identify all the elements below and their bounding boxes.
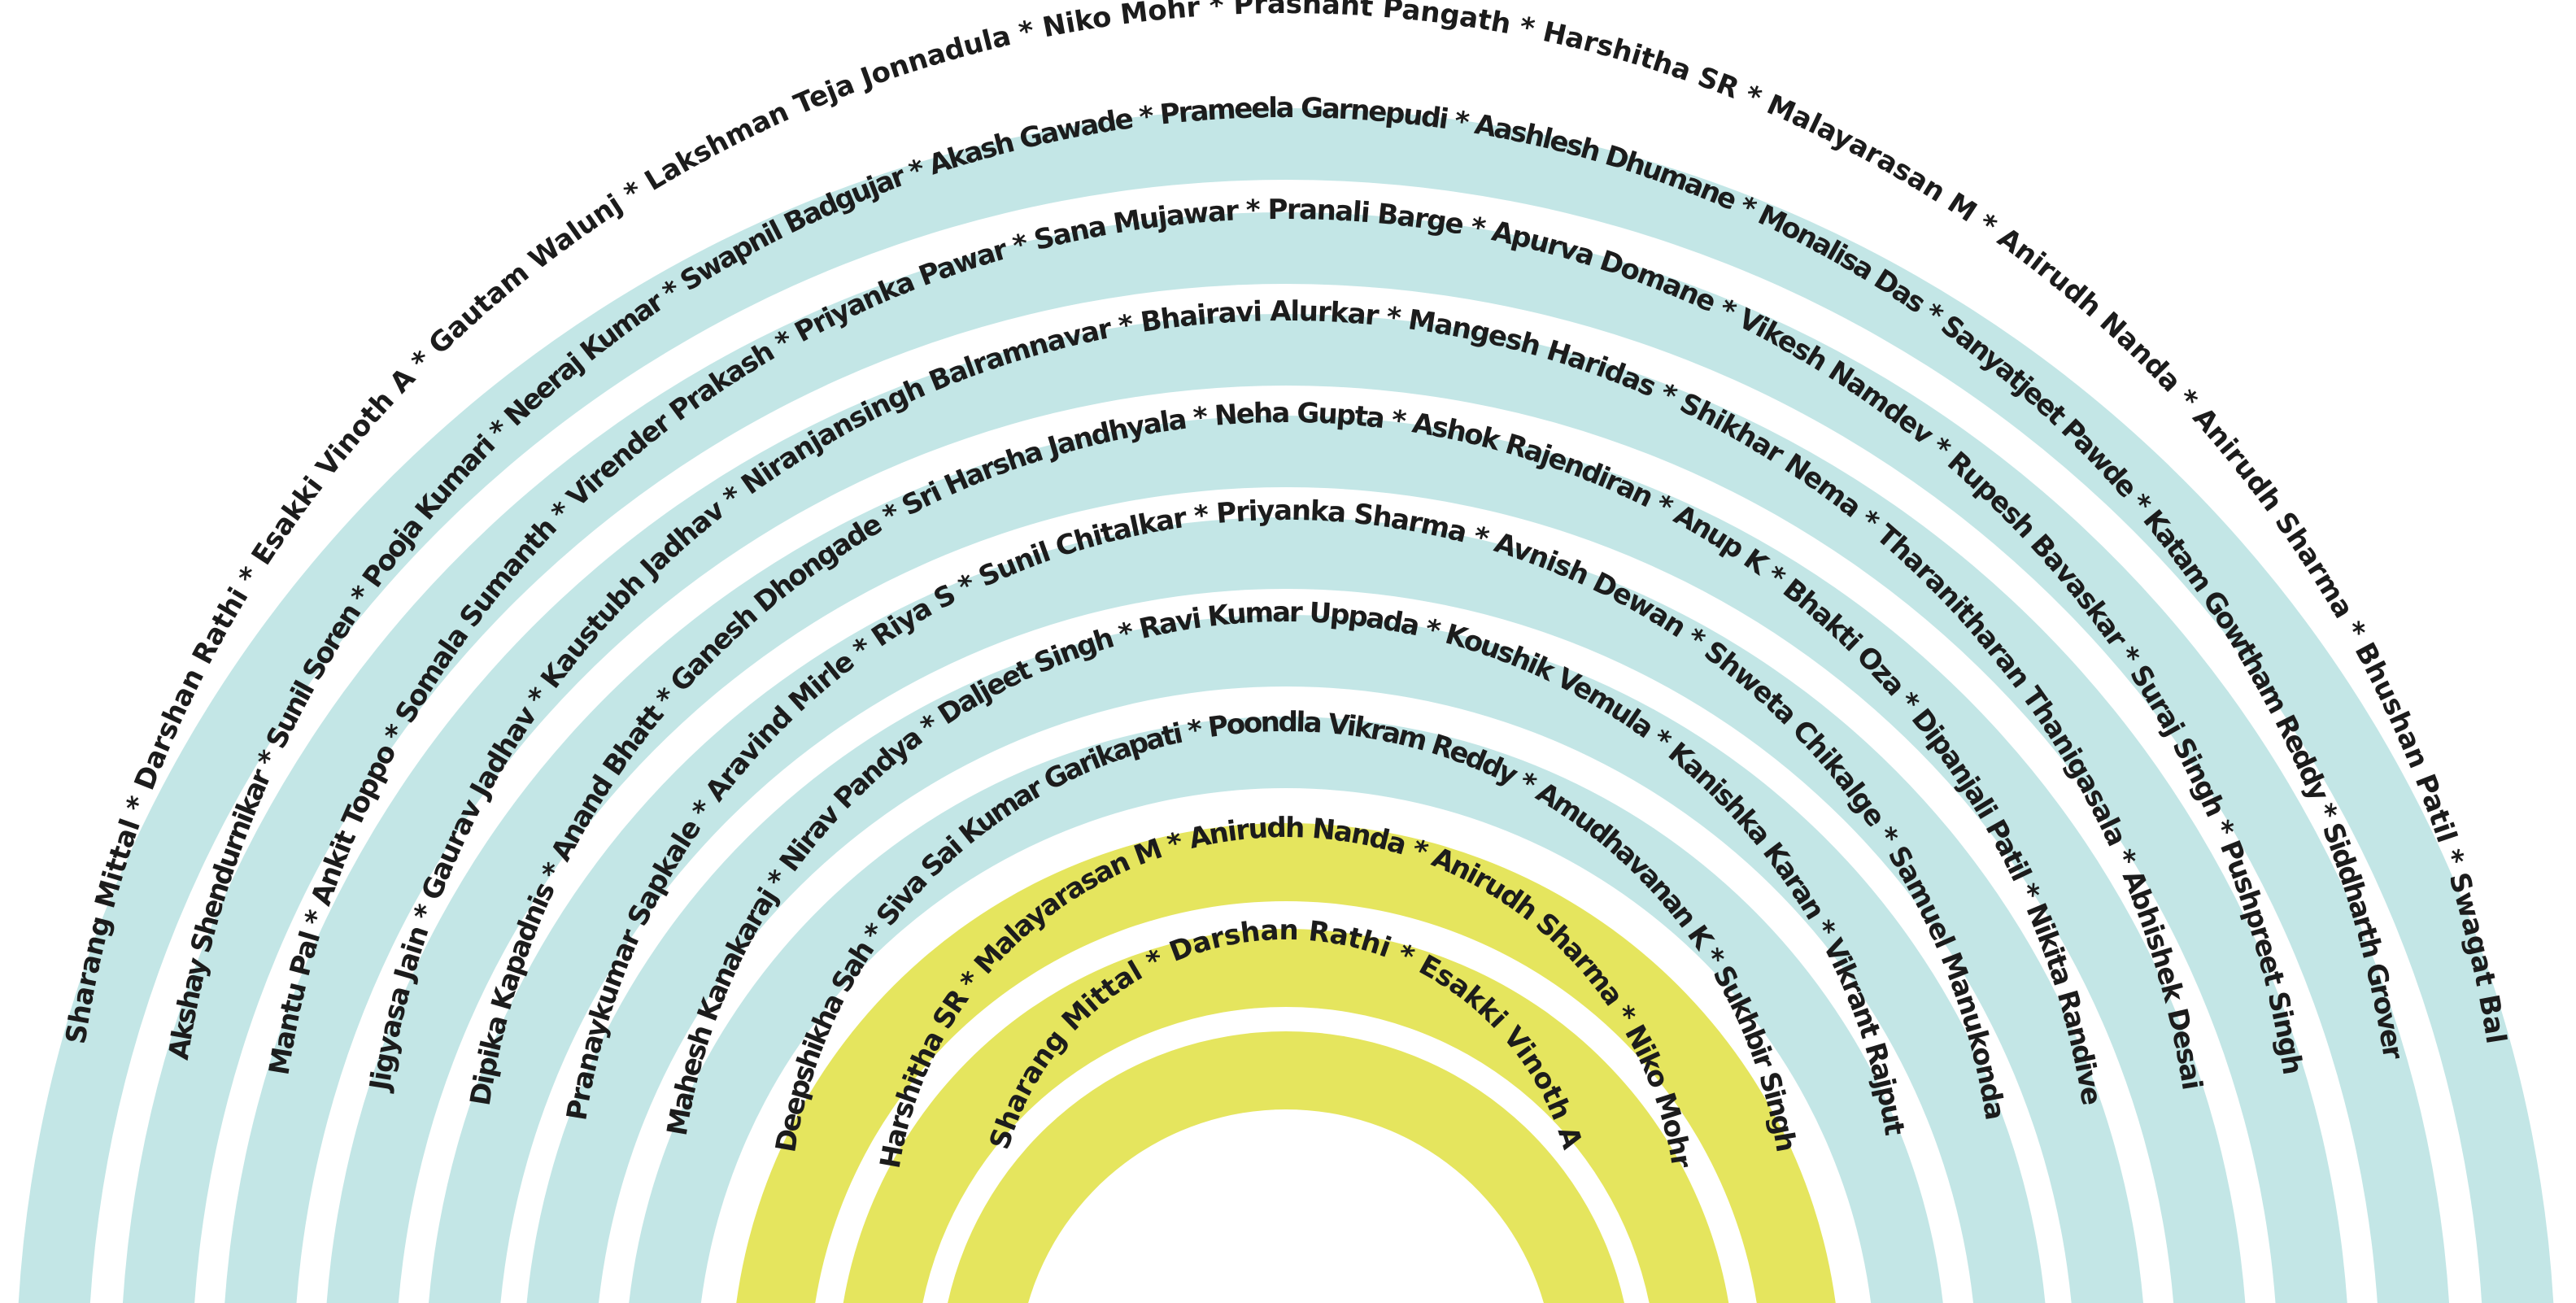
rainbow-band-8 [736, 823, 1836, 1303]
rainbow-band-9 [843, 929, 1729, 1303]
arc-name: Neha Gupta [1214, 397, 1387, 435]
name-separator: * [1381, 403, 1416, 439]
name-separator: * [1007, 12, 1047, 51]
rainbow-band-7 [629, 716, 1943, 1303]
rainbow-band-10 [948, 1031, 1624, 1303]
name-separator: * [1199, 0, 1235, 24]
name-separator: * [1445, 103, 1480, 140]
name-separator: * [1376, 300, 1412, 336]
name-separator: * [1108, 307, 1145, 344]
name-separator: * [1183, 498, 1219, 534]
name-separator: * [1237, 194, 1270, 227]
name-separator: * [1130, 99, 1164, 135]
name-separator: * [1183, 400, 1218, 436]
name-separator: * [1460, 209, 1497, 247]
arc-name: Niko Mohr [1040, 0, 1201, 44]
arc-name: Malayarasan M [1762, 88, 1982, 229]
rainbow-band-5 [429, 516, 2143, 1303]
arc-name: Prashant Pangath [1233, 0, 1514, 41]
name-separator: * [1178, 712, 1214, 749]
rainbow-band-6 [526, 614, 2046, 1303]
name-separator: * [1507, 9, 1547, 47]
arc-name: Harshitha SR [1540, 15, 1743, 106]
rainbow-bands [18, 107, 2554, 1303]
